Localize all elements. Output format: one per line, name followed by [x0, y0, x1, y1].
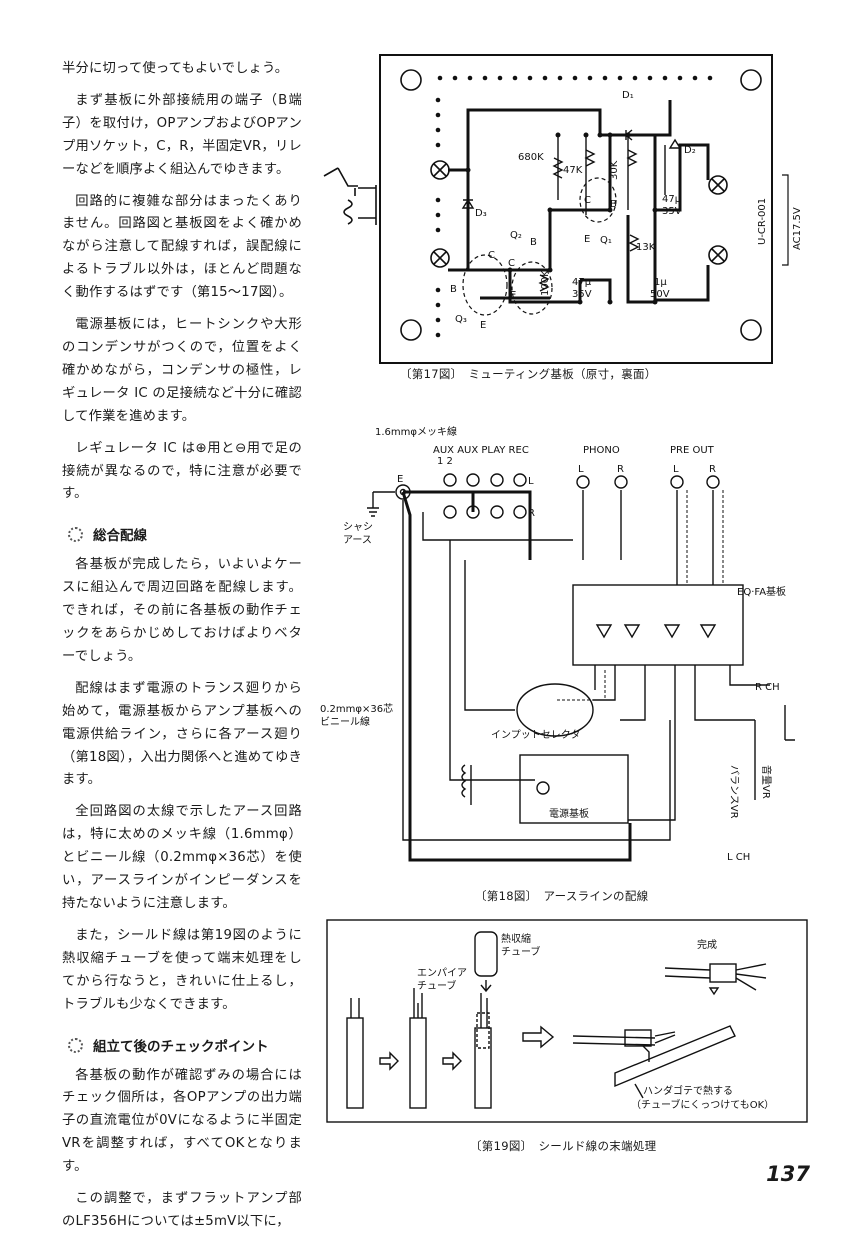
label-tube2: チューブ — [501, 945, 540, 958]
label-l: L — [673, 464, 679, 475]
label-b: B — [610, 199, 617, 210]
label-r: R — [528, 508, 535, 519]
label-c: C — [584, 195, 591, 206]
label-rch: R CH — [755, 682, 780, 693]
label-preout: PRE OUT — [670, 445, 715, 456]
label-r680: 680K — [518, 152, 544, 163]
label-phono: PHONO — [583, 445, 620, 456]
section-heading-text: 総合配線 — [93, 528, 147, 545]
label-volume: 音量VR — [760, 765, 773, 799]
label-lch: L CH — [727, 852, 750, 863]
paragraph: また，シールド線は第19図のように熱収縮チューブを使って端末処理をしてから行なう… — [62, 927, 302, 1012]
paragraph: レギュレータ IC は⊕用と⊖用で足の接続が異なるので，特に注意が必要です。 — [62, 440, 302, 502]
board-id-label: U-CR-001 — [757, 198, 768, 245]
label-q2: Q₂ — [510, 230, 522, 241]
label-d1: D₁ — [622, 90, 634, 101]
label-emp2: チューブ — [417, 979, 456, 992]
label-c47a: 47μ — [662, 194, 682, 205]
label-e: E — [584, 234, 590, 245]
label-b: B — [530, 237, 537, 248]
paragraph: まず基板に外部接続用の端子（B端子）を取付け，OPアンプおよびOPアンプ用ソケッ… — [62, 92, 302, 177]
paragraph: この調整で，まずフラットアンプ部のLF356Hについては±5mV以下に， — [62, 1191, 302, 1229]
paragraph: 配線はまず電源のトランス廻りから始めて，電源基板からアンプ基板への電源供給ライン… — [62, 680, 302, 788]
label-v50: 50V — [650, 289, 670, 300]
section-heading: 組立て後のチェックポイント — [62, 1037, 302, 1057]
label-v35a: 35V — [662, 206, 682, 217]
label-balance: バランスVR — [728, 765, 740, 819]
label-chassis: シャシ — [343, 522, 373, 533]
label-r13: 13K — [636, 242, 656, 253]
label-iron2: （チューブにくっつけてもOK） — [631, 1098, 774, 1111]
label-done: 完成 — [697, 938, 717, 951]
label-selector: インプットセレクタ — [491, 729, 580, 741]
label-aux: AUX AUX PLAY REC — [433, 445, 529, 456]
label-tube1: 熱収縮 — [501, 932, 531, 945]
label-emp1: エンパイア — [417, 967, 467, 979]
fig18-wiring-diagram: 1.6mmφメッキ線 AUX AUX PLAY REC 1 2 PHONO PR… — [320, 425, 795, 863]
label-n12: 1 2 — [437, 456, 453, 467]
bullet-icon — [68, 1037, 83, 1053]
label-r: R — [617, 464, 624, 475]
label-r: R — [709, 464, 716, 475]
fig19-shield-diagram: 熱収縮 チューブ エンパイア チューブ 完成 ハンダゴテで熱する （チューブにく… — [326, 919, 808, 1123]
text-column: 半分に切って使ってもよいでしょう。 まず基板に外部接続用の端子（B端子）を取付け… — [62, 58, 302, 1243]
label-wire16: 1.6mmφメッキ線 — [375, 425, 457, 438]
paragraph: 半分に切って使ってもよいでしょう。 — [62, 61, 289, 76]
label-l: L — [528, 476, 534, 487]
label-earth: アース — [343, 535, 372, 546]
label-d3: D₃ — [475, 208, 487, 219]
label-r100: 100K — [540, 270, 551, 296]
paragraph: 全回路図の太線で示したアース回路は，特に太めのメッキ線（1.6mmφ）とビニール… — [62, 804, 302, 911]
label-c1: 1μ — [654, 277, 667, 288]
label-e: E — [480, 320, 486, 331]
label-iron1: ハンダゴテで熱する — [643, 1084, 733, 1097]
paragraph: 各基板の動作が確認ずみの場合にはチェック個所は，各OPアンプの出力端子の直流電位… — [62, 1067, 302, 1175]
label-e: E — [510, 290, 516, 301]
label-l: L — [578, 464, 584, 475]
label-q1: Q₁ — [600, 235, 612, 246]
label-b: B — [450, 284, 457, 295]
fig17-board-diagram: D₁ D₂ D₃ 680K 47K 30K 47μ 35V C B E Q₁ Q… — [323, 54, 803, 364]
paragraph: 各基板が完成したら，いよいよケースに組込んで周辺回路を配線します。できれば，その… — [62, 557, 302, 664]
label-c: C — [508, 258, 515, 269]
label-r47: 47K — [563, 165, 583, 176]
label-q3: Q₃ — [455, 314, 467, 325]
label-r30: 30K — [609, 160, 620, 180]
label-wire02a: 0.2mmφ×36芯 — [320, 702, 393, 715]
fig17-caption: 〔第17図〕 ミューティング基板（原寸，裏面） — [400, 367, 657, 381]
section-heading: 総合配線 — [62, 526, 302, 546]
label-power: 電源基板 — [549, 807, 589, 820]
label-d2: D₂ — [684, 145, 696, 156]
label-e: E — [397, 474, 403, 485]
ac-label: AC17.5V — [792, 207, 803, 250]
label-c47b: 47μ — [572, 277, 592, 288]
label-v35b: 35V — [572, 289, 592, 300]
section-heading-text: 組立て後のチェックポイント — [93, 1038, 269, 1055]
paragraph: 回路的に複雑な部分はまったくありません。回路図と基板図をよく確かめながら注意して… — [62, 193, 302, 301]
bullet-icon — [68, 527, 83, 543]
paragraph: 電源基板には，ヒートシンクや大形のコンデンサがつくので，位置をよく確かめながら，… — [62, 317, 302, 424]
label-wire02b: ビニール線 — [320, 715, 370, 728]
fig19-caption: 〔第19図〕 シールド線の末端処理 — [470, 1139, 657, 1153]
label-eqfa: EQ·FA基板 — [737, 585, 786, 598]
page-number: 137 — [766, 1162, 810, 1186]
label-c: C — [488, 250, 495, 261]
fig18-caption: 〔第18図〕 アースラインの配線 — [475, 889, 649, 903]
